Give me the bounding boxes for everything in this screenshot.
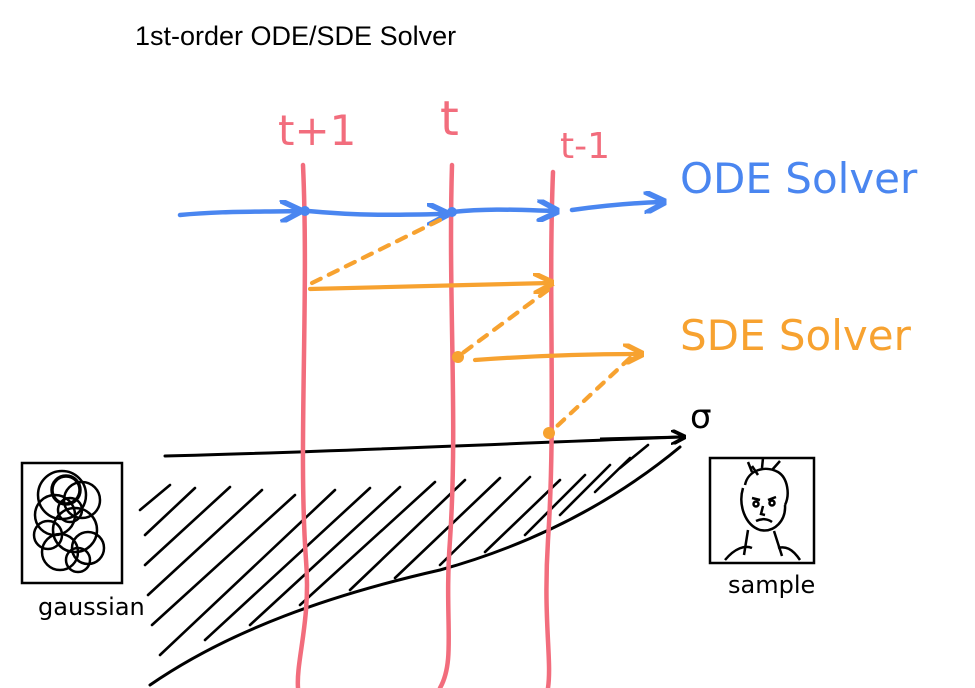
timestep-label-t-plus-1: t+1 [278,106,356,155]
timestep-line-t-plus-1 [295,162,310,688]
timestep-line-t [437,162,456,688]
timestep-line-t-minus-1 [544,169,556,688]
ode-solver-label: ODE Solver [680,154,918,203]
sigma-label: σ [690,397,712,437]
hatched-region [138,435,682,687]
gaussian-label: gaussian [38,593,145,621]
sigma-axis-arrow [599,437,683,439]
timestep-label-t-minus-1: t-1 [560,126,610,167]
sde-solver-arrows [307,217,640,439]
ode-solver-arrows [177,202,662,217]
sample-image [708,456,816,565]
timestep-lines [295,162,556,688]
timestep-label-t: t [440,91,459,147]
gaussian-noise-image [20,461,124,585]
page-title: 1st-order ODE/SDE Solver [135,21,456,51]
sample-label: sample [728,571,815,599]
sde-solver-label: SDE Solver [680,311,912,360]
